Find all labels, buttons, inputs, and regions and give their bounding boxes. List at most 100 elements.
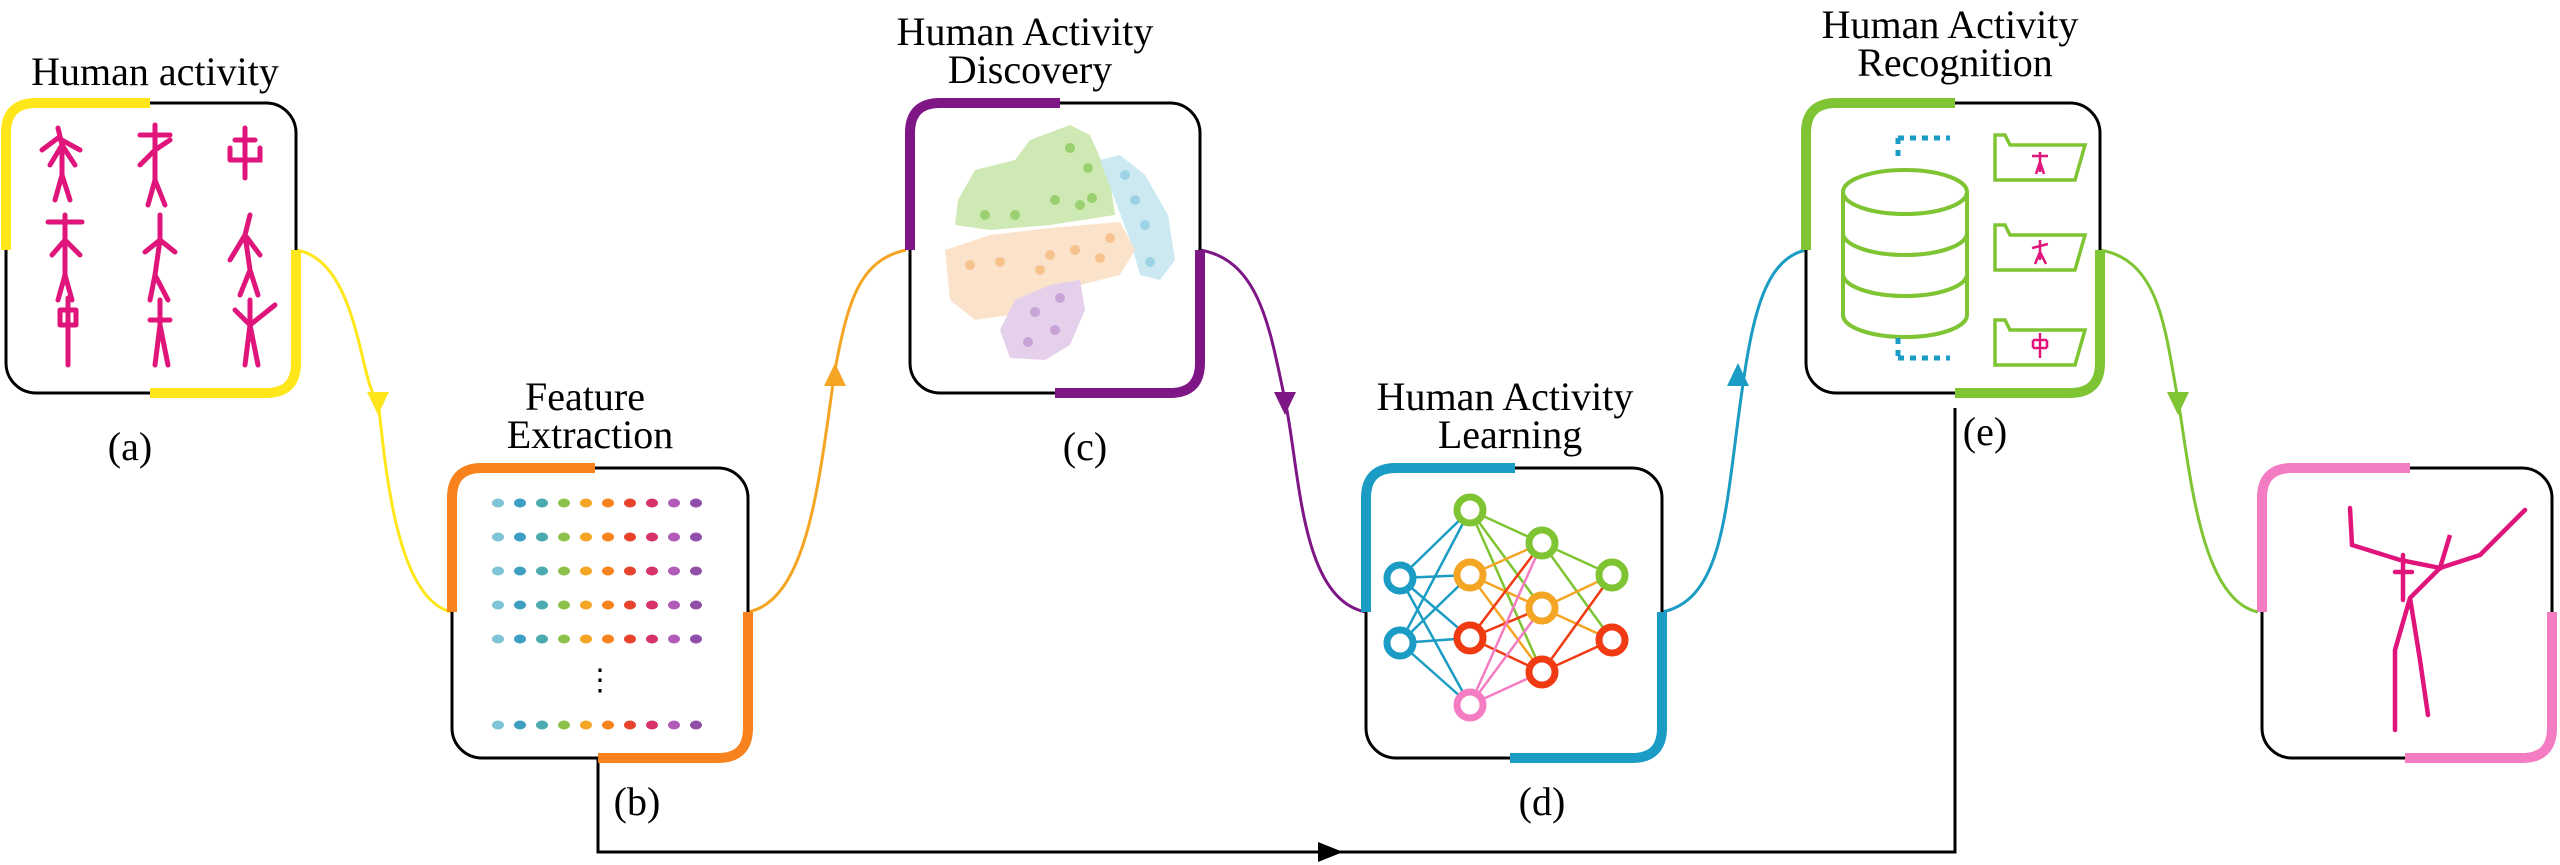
stage-b-frame (450, 466, 750, 760)
stage-b-caption: (b) (614, 779, 661, 824)
feature-dot (558, 634, 570, 644)
nn-node (1525, 655, 1559, 689)
feature-dot (558, 498, 570, 508)
feature-dot (536, 600, 548, 610)
feature-dot (536, 720, 548, 730)
dotted-links (1895, 135, 1950, 361)
stage-a-accent-bottom (150, 250, 301, 398)
feature-dot (646, 498, 658, 508)
feature-dot (492, 498, 504, 508)
stage-a: Human activity (a) (1, 49, 301, 469)
feature-dot (558, 566, 570, 576)
stage-c: Human Activity Discovery (c) (897, 9, 1205, 469)
feature-dot (514, 600, 526, 610)
cluster-blue (1100, 155, 1175, 280)
folder-icon-3 (1993, 318, 2088, 367)
stage-b-accent-bottom (598, 612, 753, 763)
feature-dot (602, 634, 614, 644)
stage-e-accent-top (1801, 98, 1955, 250)
feature-dot (690, 634, 702, 644)
feature-dot (668, 720, 680, 730)
feature-dot (690, 532, 702, 542)
nn-node (1383, 626, 1417, 660)
stage-b: ⋮ Feature Extraction (b) (447, 374, 753, 824)
feature-dot (536, 532, 548, 542)
stage-output-accent-bottom (2405, 612, 2557, 763)
cluster-green (955, 125, 1115, 230)
feature-dot (514, 566, 526, 576)
feature-dot (514, 532, 526, 542)
stage-b-title: Feature Extraction (507, 374, 674, 457)
feature-dot (646, 532, 658, 542)
arrowhead-b-c (824, 363, 846, 386)
nn-node (1453, 493, 1487, 527)
stage-d-accent-bottom (1510, 612, 1667, 763)
connector-d-to-e (1661, 248, 1807, 614)
feature-dot-grid (492, 498, 702, 730)
arrowheads (367, 363, 2189, 415)
feature-dot (492, 532, 504, 542)
stage-a-title: Human activity (31, 49, 279, 94)
feature-dot (536, 634, 548, 644)
feature-dot (690, 720, 702, 730)
feature-dot (580, 600, 592, 610)
stage-d-accent-top (1361, 463, 1515, 612)
connector-a-to-b (295, 248, 453, 614)
feature-dot (690, 498, 702, 508)
stage-a-caption: (a) (108, 424, 152, 469)
feature-dot (624, 720, 636, 730)
cluster-plot (945, 125, 1175, 360)
feature-dot (668, 532, 680, 542)
feature-dot (646, 634, 658, 644)
feature-dot (690, 566, 702, 576)
feature-dot (580, 532, 592, 542)
nn-node (1595, 558, 1629, 592)
feature-dot (624, 600, 636, 610)
nn-edge (1469, 542, 1543, 639)
stage-c-accent-bottom (1055, 250, 1205, 398)
nn-edge (1468, 607, 1544, 706)
stage-d-frame (1364, 466, 1664, 760)
feature-dot (514, 634, 526, 644)
arrowhead-d-e (1727, 363, 1749, 386)
nn-node (1453, 621, 1487, 655)
nn-edge (1468, 542, 1544, 706)
stage-c-accent-top (905, 98, 1060, 250)
stage-e-caption: (e) (1963, 409, 2007, 454)
feature-dot (624, 498, 636, 508)
stage-e-accent-bottom (1955, 250, 2105, 398)
stage-a-accent-top (1, 98, 150, 250)
arrowhead-a-b (367, 392, 389, 415)
feature-dot (492, 600, 504, 610)
feature-dot (492, 634, 504, 644)
nn-node (1383, 561, 1417, 595)
feature-dot (668, 634, 680, 644)
connector-e-to-output (2099, 248, 2259, 614)
stage-c-title: Human Activity Discovery (897, 9, 1164, 92)
nn-edge (1540, 574, 1614, 673)
feature-dot (514, 720, 526, 730)
nn-node (1525, 591, 1559, 625)
feedback-line (596, 408, 1957, 854)
arrowhead-e-o (2167, 392, 2189, 415)
feature-rows-ellipsis: ⋮ (585, 664, 615, 697)
stage-e: Human Activity Recognition (e) (1801, 2, 2105, 454)
feature-dot (558, 600, 570, 610)
neural-network-nodes (1383, 493, 1629, 722)
stage-c-caption: (c) (1063, 424, 1107, 469)
arrowhead-c-d (1274, 392, 1296, 415)
feature-dot (624, 532, 636, 542)
feature-dot (536, 566, 548, 576)
nn-edge (1398, 509, 1472, 644)
nn-node (1453, 558, 1487, 592)
nn-node (1453, 688, 1487, 722)
feature-dot (580, 634, 592, 644)
feature-dot (558, 532, 570, 542)
feature-dot (624, 566, 636, 576)
feature-dot (602, 600, 614, 610)
stage-e-title: Human Activity Recognition (1822, 2, 2089, 85)
feature-dot (646, 566, 658, 576)
feature-dot (580, 498, 592, 508)
feature-dot (536, 498, 548, 508)
